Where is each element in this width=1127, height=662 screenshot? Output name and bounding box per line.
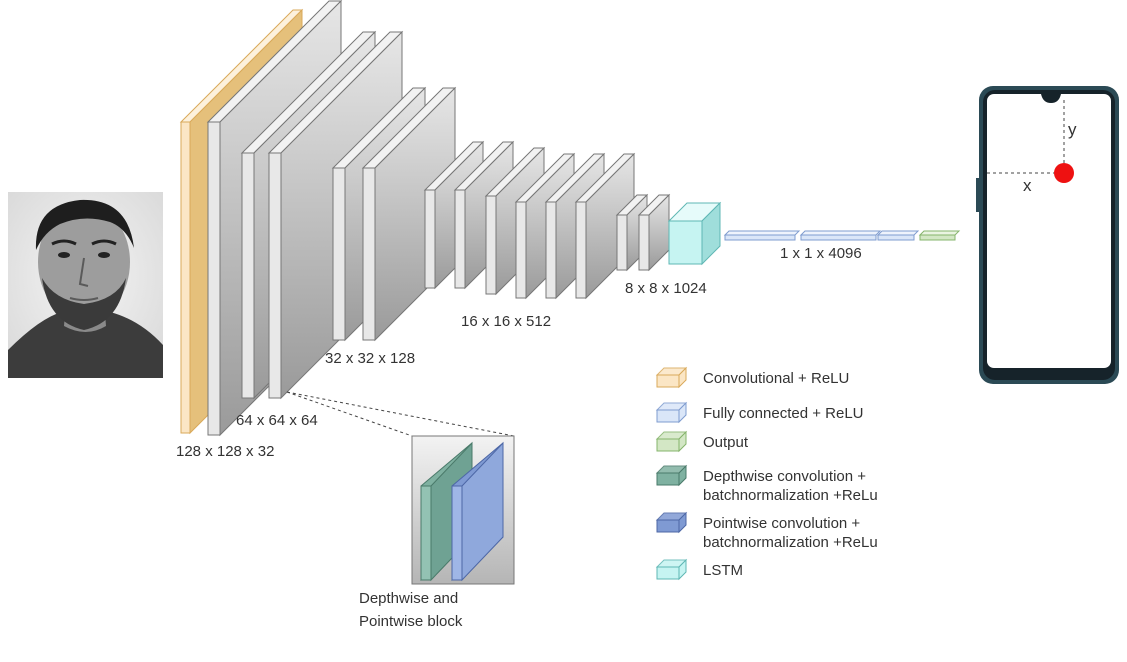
lstm-cube	[667, 201, 722, 266]
legend-item-lstm: LSTM	[655, 558, 743, 581]
input-face-photo	[8, 192, 163, 378]
legend-label-pointwise-2: batchnormalization +ReLu	[703, 534, 878, 551]
legend-label-pointwise-1: Pointwise convolution +	[703, 515, 860, 532]
legend-item-fc: Fully connected + ReLU	[655, 401, 864, 424]
fc-layers	[723, 230, 961, 241]
block-label-line-1: Depthwise and	[359, 590, 458, 607]
cnn-slab-13	[637, 193, 671, 272]
pointwise-slab	[451, 441, 504, 582]
legend-item-conv: Convolutional + ReLU	[655, 366, 849, 389]
dim-label-128: 128 x 128 x 32	[176, 443, 274, 460]
phone	[976, 86, 1119, 384]
phone-side-button	[976, 178, 979, 212]
legend-label-conv-1: Convolutional + ReLU	[703, 370, 849, 387]
legend-label-depthwise-2: batchnormalization +ReLu	[703, 487, 878, 504]
dim-label-64: 64 x 64 x 64	[236, 412, 318, 429]
fc-layer-3	[876, 230, 920, 241]
gaze-point	[1054, 163, 1074, 183]
phone-y-label: y	[1068, 120, 1077, 139]
output-layer	[918, 230, 961, 241]
legend-item-pointwise: Pointwise convolution + batchnormalizatio…	[655, 511, 878, 551]
legend-label-fc-1: Fully connected + ReLU	[703, 405, 864, 422]
phone-notch	[1041, 94, 1061, 103]
fc-layer-2	[799, 230, 882, 241]
legend-label-depthwise-1: Depthwise convolution +	[703, 468, 866, 485]
phone-x-label: x	[1023, 176, 1032, 195]
block-label-line-2: Pointwise block	[359, 613, 463, 630]
dim-label-8: 8 x 8 x 1024	[625, 280, 707, 297]
dw-pw-block-inset	[286, 391, 515, 585]
legend-item-output: Output	[655, 430, 749, 453]
legend-item-depthwise: Depthwise convolution + batchnormalizatio…	[655, 464, 878, 504]
dim-label-16: 16 x 16 x 512	[461, 313, 551, 330]
dim-label-32: 32 x 32 x 128	[325, 350, 415, 367]
legend-label-output-1: Output	[703, 434, 749, 451]
legend: Convolutional + ReLU Fully connected + Re…	[655, 366, 878, 581]
dim-label-1: 1 x 1 x 4096	[780, 245, 862, 262]
cnn-slab-11	[574, 152, 636, 300]
fc-layer-1	[723, 230, 801, 241]
legend-label-lstm-1: LSTM	[703, 562, 743, 579]
cnn-slabs	[206, 0, 671, 437]
